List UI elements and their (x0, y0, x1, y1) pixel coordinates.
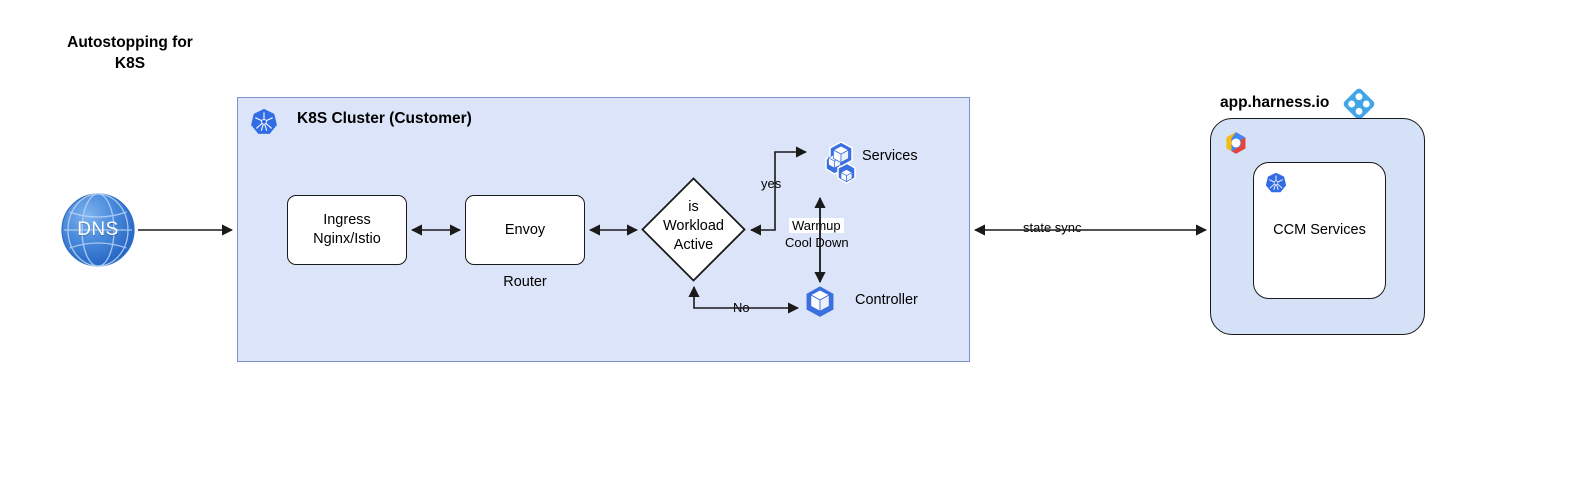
edge-label-state-sync: state sync (1020, 220, 1085, 235)
edge-label-warmup: Warmup (789, 218, 844, 233)
gcp-icon (1226, 132, 1246, 154)
cluster-title: K8S Cluster (Customer) (297, 110, 472, 127)
services-label: Services (862, 148, 918, 164)
edge-label-yes: yes (761, 176, 782, 191)
controller-label: Controller (855, 292, 918, 308)
page-title: Autostopping for K8S (67, 34, 193, 72)
edge-label-cooldown: Cool Down (785, 235, 849, 250)
ccm-services-label: CCM Services (1273, 222, 1366, 238)
harness-logo-icon (1343, 88, 1375, 120)
globe-icon (61, 193, 135, 267)
ingress-node[interactable]: Ingress Nginx/Istio (287, 195, 407, 265)
kubernetes-pod-icon[interactable] (803, 285, 837, 319)
harness-title: app.harness.io (1220, 94, 1330, 111)
edge-label-no: No (731, 300, 752, 315)
router-caption: Router (503, 274, 547, 290)
kubernetes-icon (251, 108, 277, 134)
dns-node[interactable]: DNS (60, 192, 136, 268)
kubernetes-pods-icon[interactable] (812, 137, 868, 193)
kubernetes-icon (1265, 172, 1287, 193)
workload-active-decision[interactable] (641, 177, 746, 282)
envoy-node[interactable]: Envoy (465, 195, 585, 265)
